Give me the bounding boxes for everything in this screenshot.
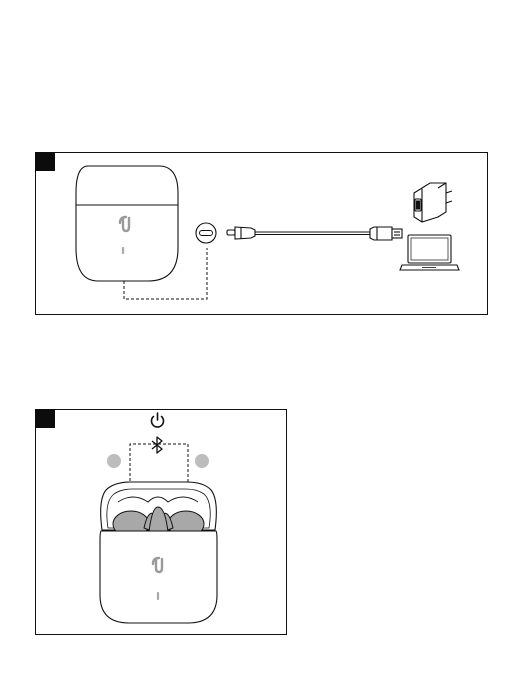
cropped-footer-strip bbox=[0, 684, 519, 694]
power-icon bbox=[152, 413, 164, 427]
step-1-panel bbox=[35, 152, 488, 315]
step-2-panel bbox=[35, 409, 287, 635]
usb-c-cable-icon bbox=[227, 227, 370, 239]
laptop-icon bbox=[400, 235, 459, 270]
wall-adapter-icon bbox=[414, 183, 452, 222]
charging-case-icon bbox=[76, 166, 178, 281]
usb-c-port-icon bbox=[196, 223, 216, 243]
bluetooth-icon bbox=[152, 437, 162, 453]
usb-a-plug-icon bbox=[370, 227, 402, 240]
charging-illustration bbox=[36, 153, 489, 316]
led-indicator-right-icon bbox=[195, 454, 209, 468]
pairing-illustration bbox=[36, 410, 288, 636]
open-case-icon bbox=[100, 531, 217, 623]
led-indicator-left-icon bbox=[107, 454, 121, 468]
